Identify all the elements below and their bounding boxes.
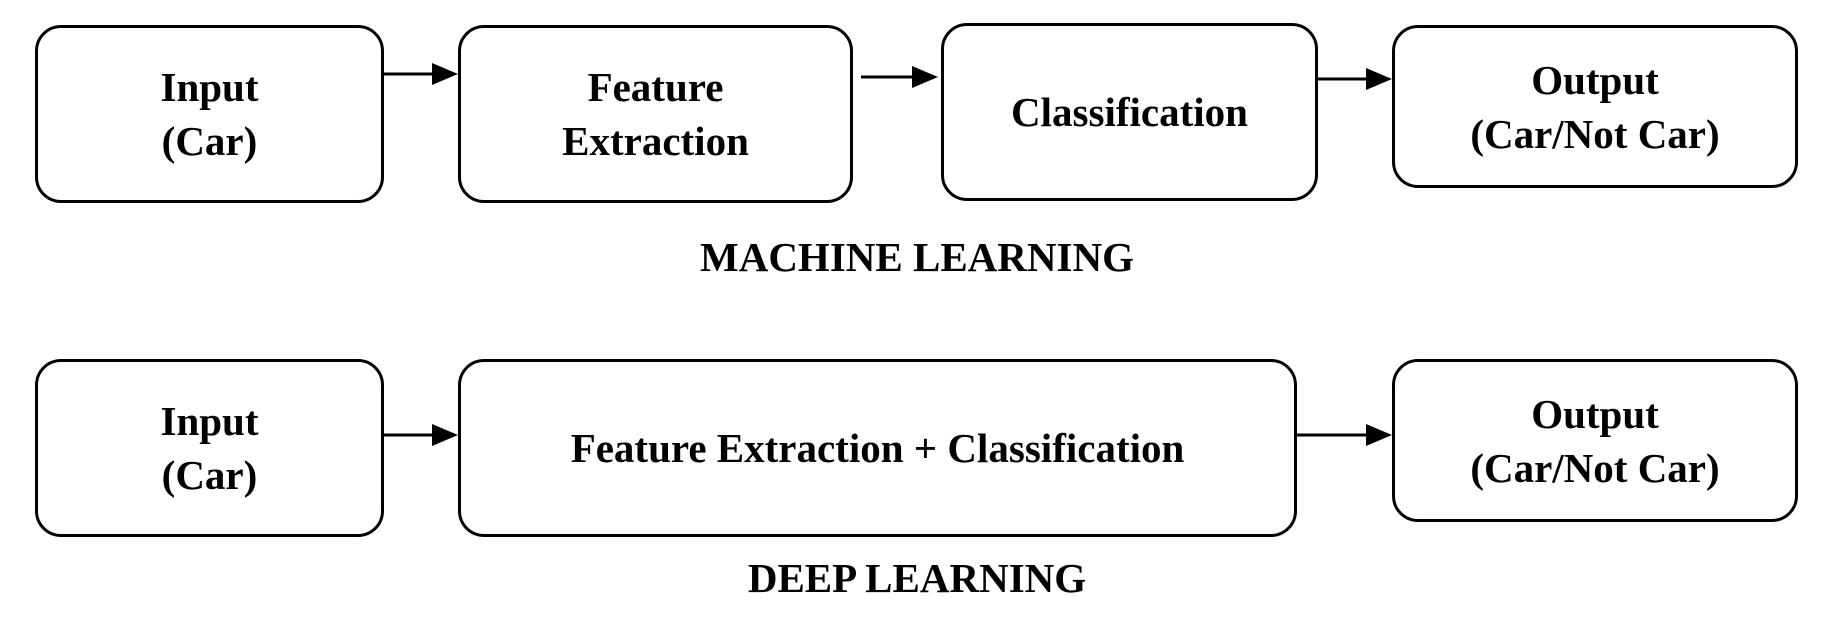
- dl-output-label: Output (Car/Not Car): [1470, 390, 1720, 491]
- ml-classification-box: Classification: [941, 23, 1318, 201]
- dl-feature-extraction-classification-box: Feature Extraction + Classification: [458, 359, 1297, 537]
- deep-learning-title: DEEP LEARNING: [747, 555, 1087, 601]
- ml-arrowhead-2: [912, 66, 938, 88]
- ml-feature-extraction-box: Feature Extraction: [458, 25, 853, 203]
- dl-arrowhead-1: [432, 424, 458, 446]
- dl-output-box: Output (Car/Not Car): [1392, 359, 1798, 522]
- ml-arrowhead-3: [1366, 68, 1392, 90]
- ml-input-box: Input (Car): [35, 25, 384, 203]
- dl-feature-extraction-classification-label: Feature Extraction + Classification: [570, 425, 1185, 471]
- ml-output-box: Output (Car/Not Car): [1392, 25, 1798, 188]
- machine-learning-title: MACHINE LEARNING: [700, 234, 1134, 280]
- dl-input-label: Input (Car): [160, 398, 259, 498]
- ml-input-label: Input (Car): [160, 64, 259, 164]
- dl-input-box: Input (Car): [35, 359, 384, 537]
- ml-arrowhead-1: [432, 63, 458, 85]
- ml-classification-label: Classification: [1011, 89, 1248, 135]
- dl-arrowhead-2: [1366, 424, 1392, 446]
- ml-feature-extraction-label: Feature Extraction: [562, 64, 749, 164]
- ml-output-label: Output (Car/Not Car): [1470, 56, 1720, 157]
